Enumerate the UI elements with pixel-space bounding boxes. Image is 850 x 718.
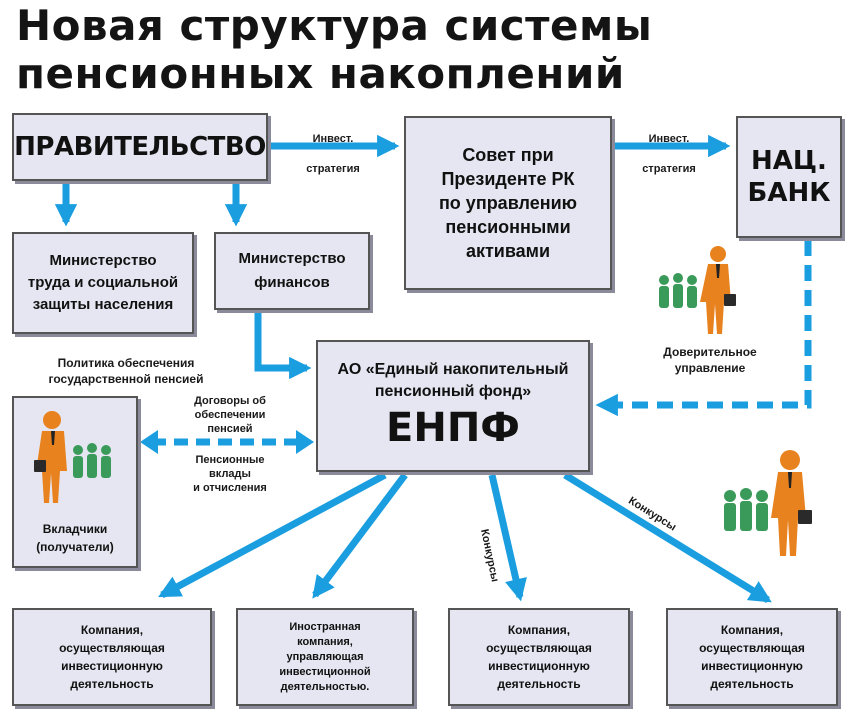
company-line: деятельность [70,677,154,691]
enpf-abbr: ЕНПФ [386,405,520,451]
team-icon [659,246,736,334]
ministry-finance-box: Министерство финансов [214,232,370,310]
natbank-box: НАЦ. БАНК [736,116,842,238]
company-line: Компания, [507,623,571,637]
ministry-finance-line: Министерство [238,250,346,267]
team-icon [724,450,812,556]
contributions-label-line: Пенсионные [195,454,265,466]
company-line: деятельность [710,677,794,691]
council-line: Совет при [462,145,554,165]
company-line: инвестиционную [701,659,803,673]
company-line: инвестиционной [279,665,371,678]
title-line-2: пенсионных накоплений [16,49,625,98]
company-line: инвестиционную [488,659,590,673]
council-line: Президенте РК [441,169,575,189]
policy-label: Политика обеспечения государственной пен… [6,355,246,387]
enpf-name-line: пенсионный фонд» [374,383,532,400]
company-line: инвестиционную [61,659,163,673]
ministry-labor-line: защиты населения [32,296,174,313]
natbank-line: БАНК [747,178,831,208]
company-line: управляющая [286,650,364,663]
contracts-label-line: обеспечении [194,409,266,421]
ministry-finance-line: финансов [254,274,330,291]
policy-label-line: Политика обеспечения [57,356,195,370]
invest-label-1: Инвест. стратегия [278,124,388,184]
arrow-enpf-company2 [312,472,408,599]
arrowhead-right [296,430,314,454]
businessman-icon [34,411,67,503]
ministry-labor-line: Министерство [49,252,157,269]
policy-label-line: государственной пенсией [48,372,204,386]
contracts-label-line: пенсией [207,423,253,435]
depositors-box: Вкладчики (получатели) [12,396,138,568]
businessman-icon [700,246,736,334]
council-box: Совет при Президенте РК по управлению пе… [404,116,612,290]
team-icon [34,411,111,503]
government-box: ПРАВИТЕЛЬСТВО [12,113,268,181]
arrow-finance-enpf [254,310,312,380]
arrow-enpf-company1 [158,471,387,599]
title-line-1: Новая структура системы [16,1,653,50]
enpf-name-line: АО «Единый накопительный [337,361,569,378]
arrowhead-left [140,430,158,454]
company-box-1: Компания, осуществляющая инвестиционную … [12,608,212,706]
contributions-label: Пенсионные вклады и отчисления [160,453,300,495]
company-line: Компания, [720,623,784,637]
company-line: деятельностью. [280,680,370,693]
contributions-label-line: вклады [209,468,251,480]
ministry-labor-line: труда и социальной [27,274,179,291]
contributions-label-line: и отчисления [193,482,267,494]
council-line: пенсионными [445,217,571,237]
arrow-enpf-company3 [488,474,527,602]
company-line: осуществляющая [486,641,592,655]
natbank-line: НАЦ. [751,146,827,176]
arrow-natbank-enpf [595,240,812,417]
invest-label-line: стратегия [306,163,360,175]
company-line: Компания, [80,623,144,637]
contracts-label-line: Договоры об [194,395,266,407]
contracts-label: Договоры об обеспечении пенсией [170,394,290,436]
invest-label-line: стратегия [642,163,696,175]
council-line: активами [465,241,551,261]
page-title: Новая структура системы пенсионных накоп… [16,2,846,98]
company-box-3: Компания, осуществляющая инвестиционную … [448,608,630,706]
invest-label-2: Инвест. стратегия [614,124,724,184]
company-line: компания, [297,635,353,648]
invest-label-line: Инвест. [312,133,354,145]
depositors-line: Вкладчики [42,522,108,536]
arrow-enpf-company4 [563,472,772,603]
company-line: осуществляющая [59,641,165,655]
businessman-icon [771,450,812,556]
company-line: деятельность [497,677,581,691]
company-line: Иностранная [289,620,361,633]
ministry-labor-box: Министерство труда и социальной защиты н… [12,232,194,334]
enpf-box: АО «Единый накопительный пенсионный фонд… [316,340,590,472]
government-label: ПРАВИТЕЛЬСТВО [14,132,266,162]
company-line: осуществляющая [699,641,805,655]
trust-label-line: управление [674,361,746,375]
council-line: по управлению [438,193,578,213]
invest-label-line: Инвест. [648,133,690,145]
trust-label-line: Доверительное [663,345,757,359]
company-box-4: Компания, осуществляющая инвестиционную … [666,608,838,706]
trust-label: Доверительное управление [630,344,790,376]
depositors-line: (получатели) [36,540,114,554]
company-box-2: Иностранная компания, управляющая инвест… [236,608,414,706]
